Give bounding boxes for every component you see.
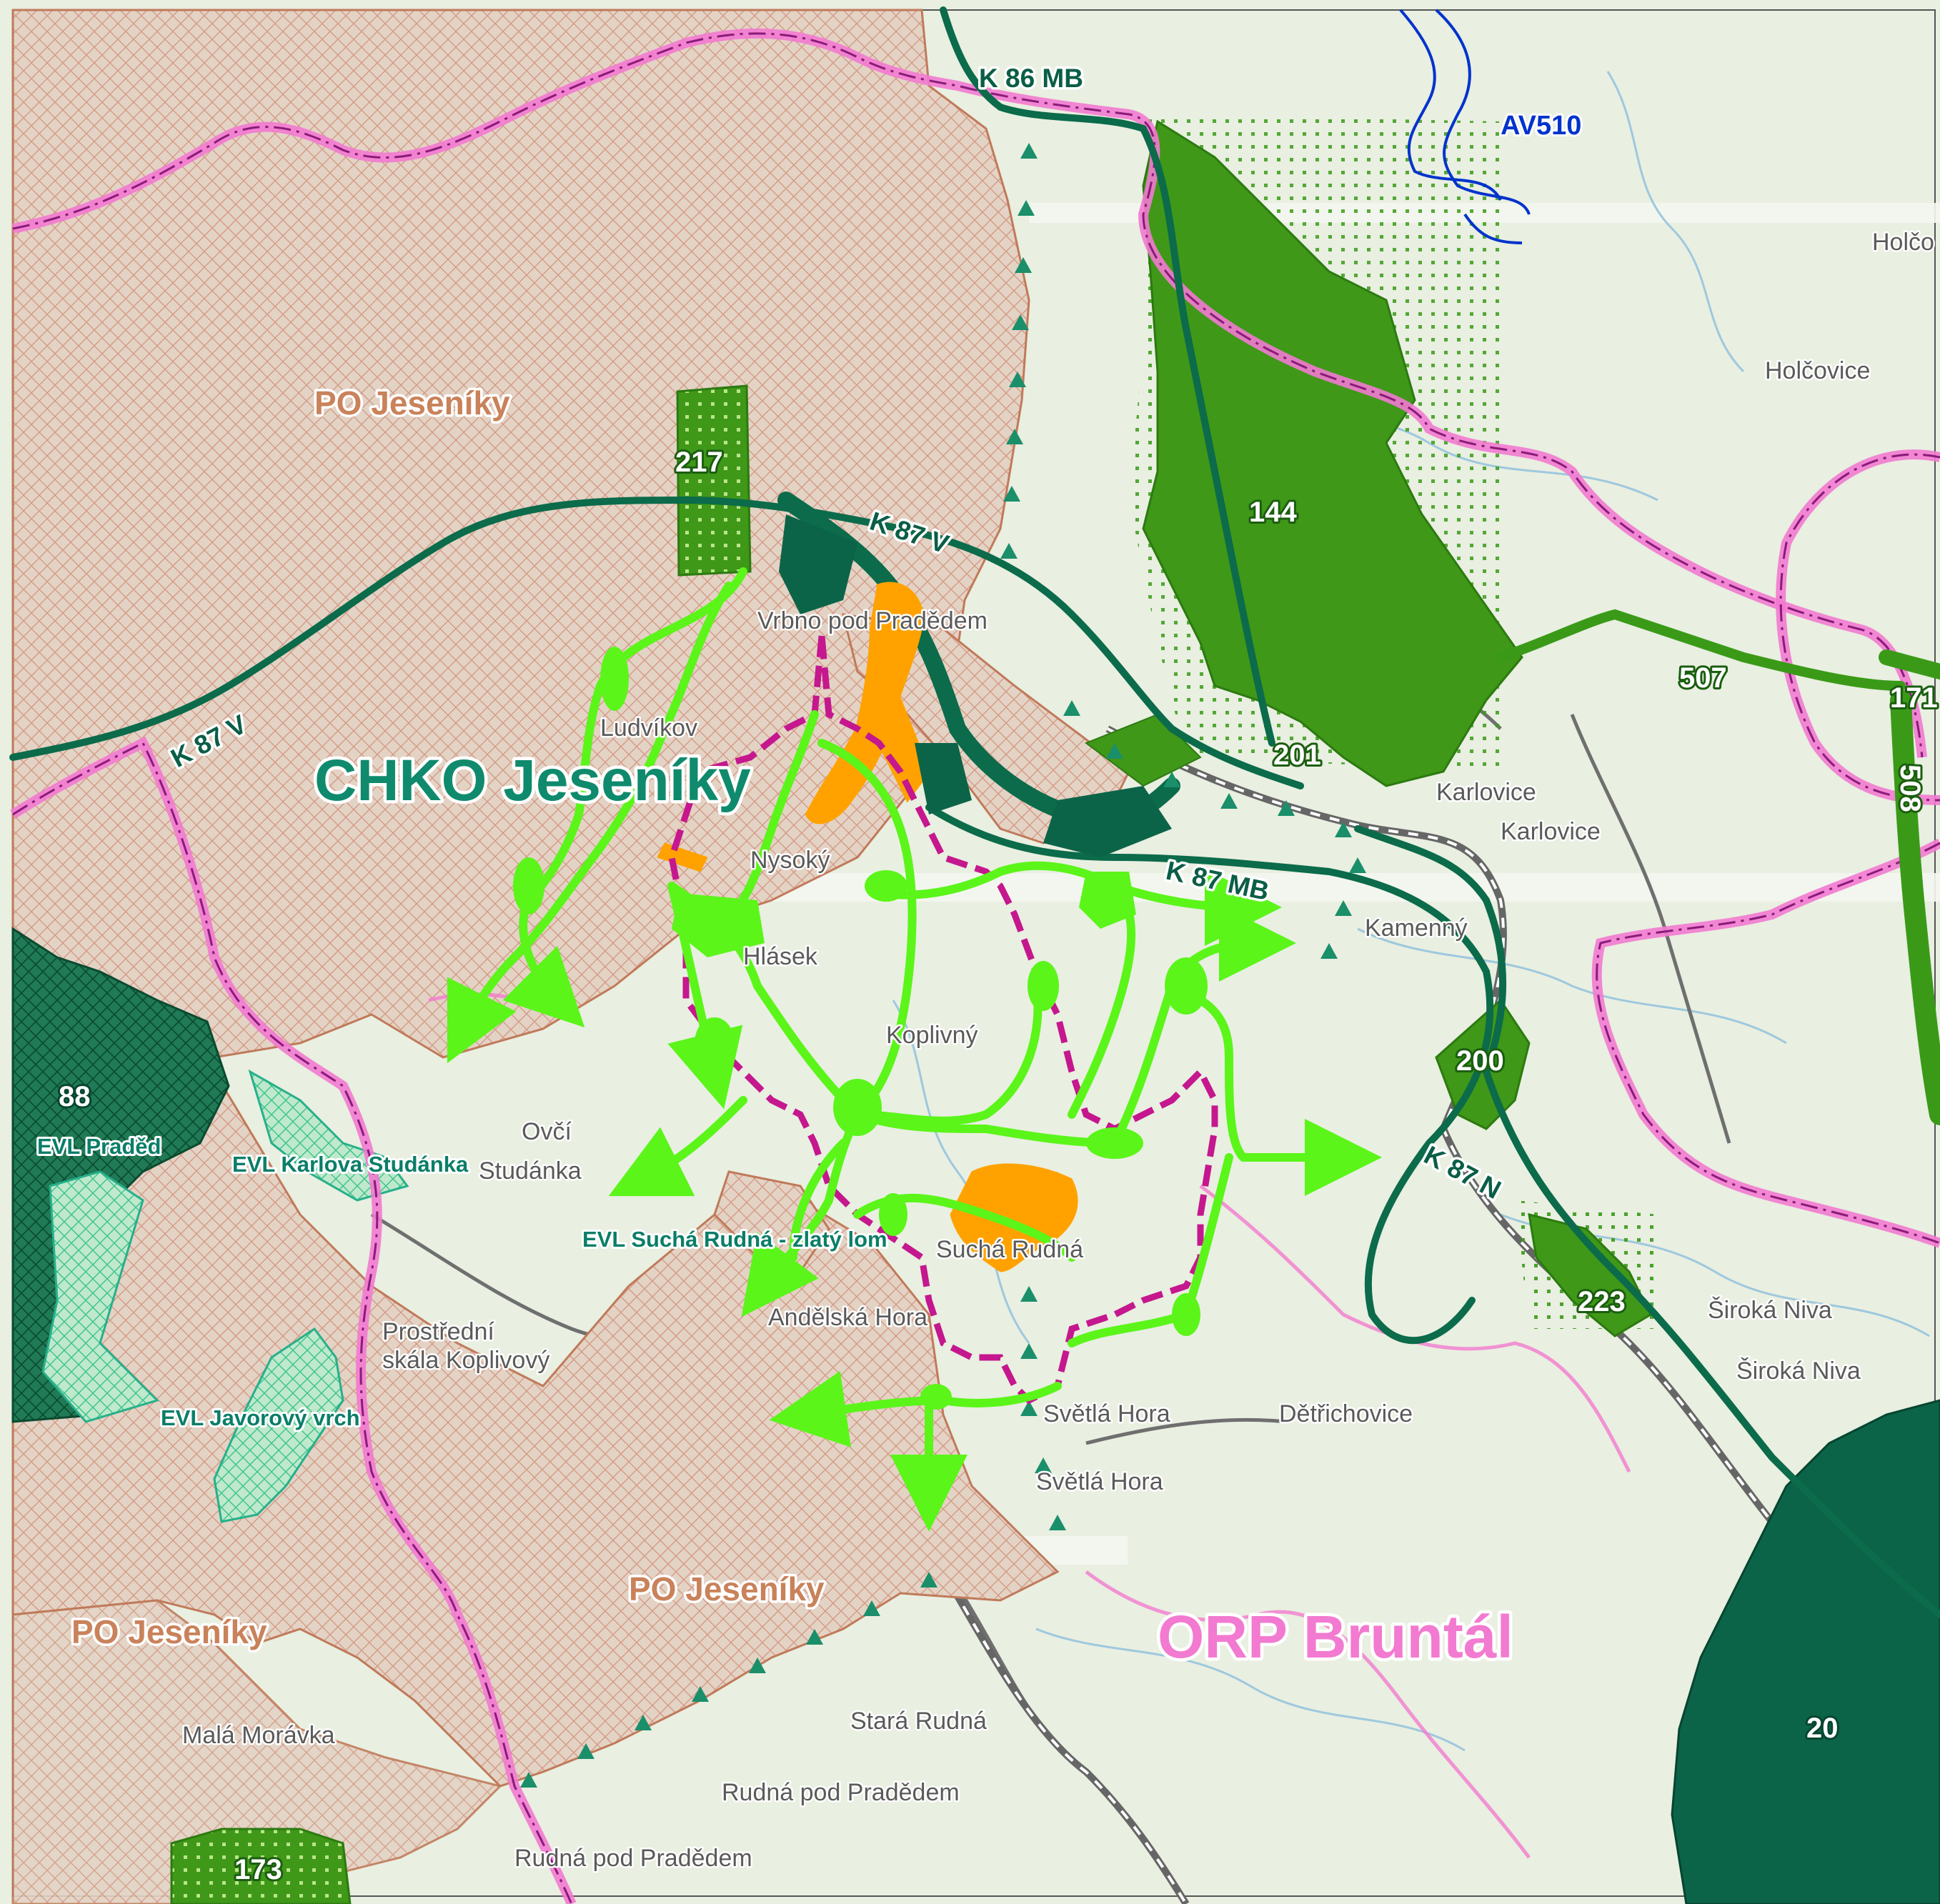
corridor-507 (1496, 609, 1906, 691)
chko-boundary (10, 28, 1940, 1904)
place-detrichovice: Dětřichovice (1279, 1400, 1413, 1427)
label-biocentre-88: 88 (59, 1081, 91, 1112)
corridor-markers (520, 143, 1366, 1788)
biocentre-173 (170, 1828, 352, 1904)
biocentre-144 (1142, 119, 1523, 787)
place-studanka: Studánka (479, 1157, 582, 1185)
orp-dashed-boundary (668, 635, 1218, 1405)
place-ludvikov: Ludvíkov (600, 714, 697, 742)
label-biocentre-217: 217 (675, 447, 723, 478)
place-svetla-hora-2: Světlá Hora (1043, 1400, 1170, 1427)
label-chko: CHKO Jeseníky (314, 748, 751, 813)
place-stara-rudna: Stará Rudná (850, 1708, 987, 1735)
place-karlovice-2: Karlovice (1501, 818, 1601, 845)
corridor-k87n (1354, 825, 1940, 1618)
place-rudna-2: Rudná pod Pradědem (722, 1779, 960, 1806)
place-koplivny: Koplivný (886, 1022, 978, 1049)
corridor-k87mb (925, 804, 1494, 1345)
label-evl-javorovy-vrch: EVL Javorový vrch (161, 1405, 360, 1430)
corridor-k87v (9, 496, 1304, 789)
place-siroka-niva-1: Široká Niva (1708, 1297, 1832, 1324)
label-biocentre-173: 173 (234, 1854, 282, 1885)
evl-javorovy-vrch (213, 1327, 344, 1523)
corridor-508 (1890, 689, 1940, 1125)
label-biocentre-201: 201 (1273, 739, 1321, 771)
po-area-bottom (11, 1599, 502, 1904)
biocentres (170, 114, 1940, 1904)
label-biocentre-223: 223 (1578, 1286, 1626, 1317)
place-sucha-rudna: Suchá Rudná (936, 1236, 1083, 1263)
label-biocentre-200: 200 (1456, 1045, 1504, 1077)
label-evl-praded: EVL Praděd (37, 1134, 161, 1159)
place-hlasek: Hlásek (743, 943, 818, 970)
label-corridor-507: 507 (1679, 662, 1727, 694)
evl-areas (11, 927, 830, 1523)
place-siroka-niva-2: Široká Niva (1736, 1357, 1861, 1385)
place-skala: skála Koplivový (382, 1347, 549, 1374)
corridor-k86mb (940, 6, 1275, 747)
corridor-171 (1879, 649, 1940, 679)
evl-praded-light (41, 1170, 159, 1423)
place-rudna-1: Rudná pod Pradědem (514, 1845, 752, 1872)
place-holcovice: Holčovice (1765, 357, 1870, 384)
place-mala-moravka: Malá Morávka (182, 1722, 335, 1749)
label-evl-sucha-rudna: EVL Suchá Rudná - zlatý lom (582, 1227, 887, 1252)
label-corridor-k86mb: K 86 MB (979, 64, 1083, 93)
label-biocentre-144: 144 (1249, 497, 1297, 528)
label-evl-karlova-studanka: EVL Karlova Studánka (232, 1152, 469, 1177)
label-corridor-171: 171 (1890, 682, 1938, 714)
place-svetla-hora-1: Světlá Hora (1036, 1468, 1163, 1495)
place-holco: Holčo (1872, 229, 1934, 256)
label-orp: ORP Bruntál (1158, 1603, 1513, 1670)
place-kamenny: Kamenný (1365, 914, 1468, 942)
biocorridors (9, 6, 1940, 1618)
label-biocentre-20: 20 (1806, 1713, 1839, 1744)
av510-hydro (1399, 9, 1531, 244)
biocentre-20 (1671, 1399, 1940, 1904)
local-corridors (1496, 609, 1940, 1125)
place-nysoky: Nysoký (750, 847, 830, 874)
label-corridor-508: 508 (1894, 764, 1926, 812)
biocentre-217 (676, 384, 752, 577)
place-prostredni: Prostřední (382, 1318, 494, 1345)
place-karlovice-1: Karlovice (1436, 779, 1536, 806)
label-po-west: PO Jeseníky (71, 1613, 267, 1650)
biocentre-223 (1528, 1212, 1652, 1337)
migration-patches (513, 647, 1208, 1410)
corridor-patches (779, 514, 1172, 857)
label-po-south: PO Jeseníky (629, 1570, 825, 1608)
label-av510: AV510 (1501, 111, 1581, 141)
place-vrbno: Vrbno pod Pradědem (757, 607, 988, 634)
place-ovci: Ovčí (522, 1118, 572, 1145)
quarry-areas (657, 582, 1078, 1272)
place-andelska-hora: Andělská Hora (768, 1304, 927, 1331)
label-po-north: PO Jeseníky (314, 384, 510, 422)
